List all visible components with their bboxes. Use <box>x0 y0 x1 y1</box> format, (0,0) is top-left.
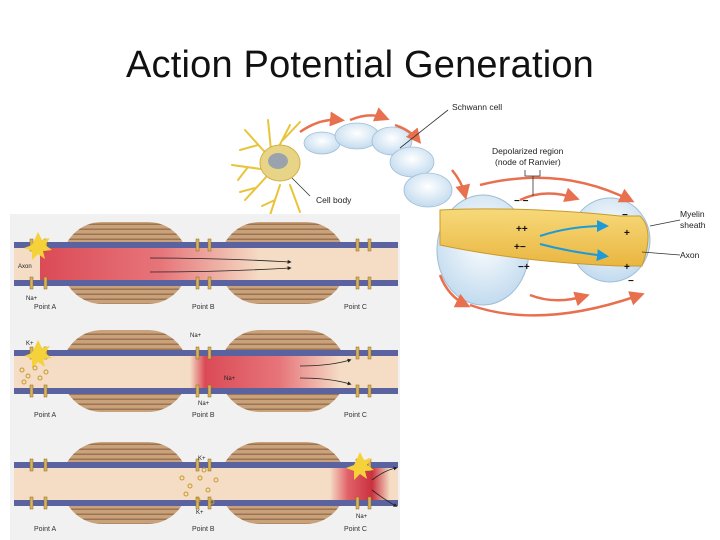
external-current-arrows <box>299 107 645 317</box>
membrane-charges: − − ++ +− −+ − + + − <box>514 196 634 287</box>
svg-text:−+: −+ <box>518 262 530 273</box>
membrane-top-1 <box>14 242 398 248</box>
panel-2-point-a: Point A <box>34 412 57 419</box>
panel-3-point-c: Point C <box>344 526 367 533</box>
panel-3-point-a: Point A <box>34 526 57 533</box>
k-ions-3 <box>179 467 219 505</box>
svg-text:−: − <box>628 276 634 287</box>
panel-1-point-a: Point A <box>34 304 57 311</box>
local-current-3 <box>371 466 398 507</box>
svg-text:−: − <box>622 210 628 221</box>
myelin-label: Myelin <box>680 209 705 219</box>
panel-3-k-top-label: K+ <box>198 456 206 462</box>
svg-text:+−: +− <box>514 242 526 253</box>
nucleus <box>268 153 288 169</box>
membrane-top-2 <box>14 350 398 356</box>
depolarized-zone-1 <box>40 248 260 280</box>
schwann-cell-label: Schwann cell <box>452 102 502 112</box>
local-current-2 <box>299 358 352 386</box>
cell-body-label: Cell body <box>316 195 352 205</box>
k-ions-2 <box>19 365 49 385</box>
conduction-panel-2: K+ Na+ Na+ Na+ Point A Point B Point C <box>14 330 398 419</box>
axon-label: Axon <box>680 250 700 260</box>
panel-2-na-mid-label: Na+ <box>224 376 236 382</box>
burst-3 <box>346 452 374 480</box>
schwann-cell-segments <box>303 122 453 208</box>
membrane-bottom-1 <box>14 280 398 286</box>
page-title: Action Potential Generation <box>125 44 595 86</box>
svg-text:− −: − − <box>514 196 529 207</box>
membrane-bottom-2 <box>14 388 398 394</box>
conduction-panel-1: Axon Na+ Point A Point B Point C <box>14 222 398 311</box>
sheath-label: sheath <box>680 220 706 230</box>
svg-text:++: ++ <box>516 224 528 235</box>
svg-text:+: + <box>624 262 630 273</box>
depolarized-region-label: Depolarized region <box>492 146 564 156</box>
svg-text:+: + <box>624 228 630 239</box>
internal-current-arrows <box>539 220 609 262</box>
panel-2-na-top-label: Na+ <box>190 333 202 339</box>
panel-3-na-label: Na+ <box>356 514 368 520</box>
dendrites <box>231 119 301 216</box>
panel-1-axon-label: Axon <box>18 264 32 270</box>
panel-1-point-b: Point B <box>192 304 215 311</box>
na-burst-1 <box>24 232 52 260</box>
panel-2-point-b: Point B <box>192 412 215 419</box>
panel-2-k-label: K+ <box>26 341 34 347</box>
axon <box>439 208 649 267</box>
panel-3-k-bottom-label: K+ <box>196 510 204 516</box>
conduction-panel-3: K+ K+ Na+ Point A Point B Point C <box>14 442 398 533</box>
panel-1-na-label: Na+ <box>26 296 38 302</box>
node-of-ranvier-label: (node of Ranvier) <box>495 157 561 167</box>
local-current-1 <box>149 257 292 273</box>
k-burst-2 <box>24 340 52 368</box>
panel-1-point-c: Point C <box>344 304 367 311</box>
depolarized-zone-2 <box>190 356 340 388</box>
panel-2-na-bottom-label: Na+ <box>198 401 210 407</box>
membrane-top-3 <box>14 462 398 468</box>
channels-2 <box>29 346 372 398</box>
membrane-bottom-3 <box>14 500 398 506</box>
panel-3-point-b: Point B <box>192 526 215 533</box>
panel-2-point-c: Point C <box>344 412 367 419</box>
leader-lines <box>291 109 681 256</box>
neuron-illustration: − − ++ +− −+ − + + − Schwann cell Depola… <box>231 102 706 317</box>
